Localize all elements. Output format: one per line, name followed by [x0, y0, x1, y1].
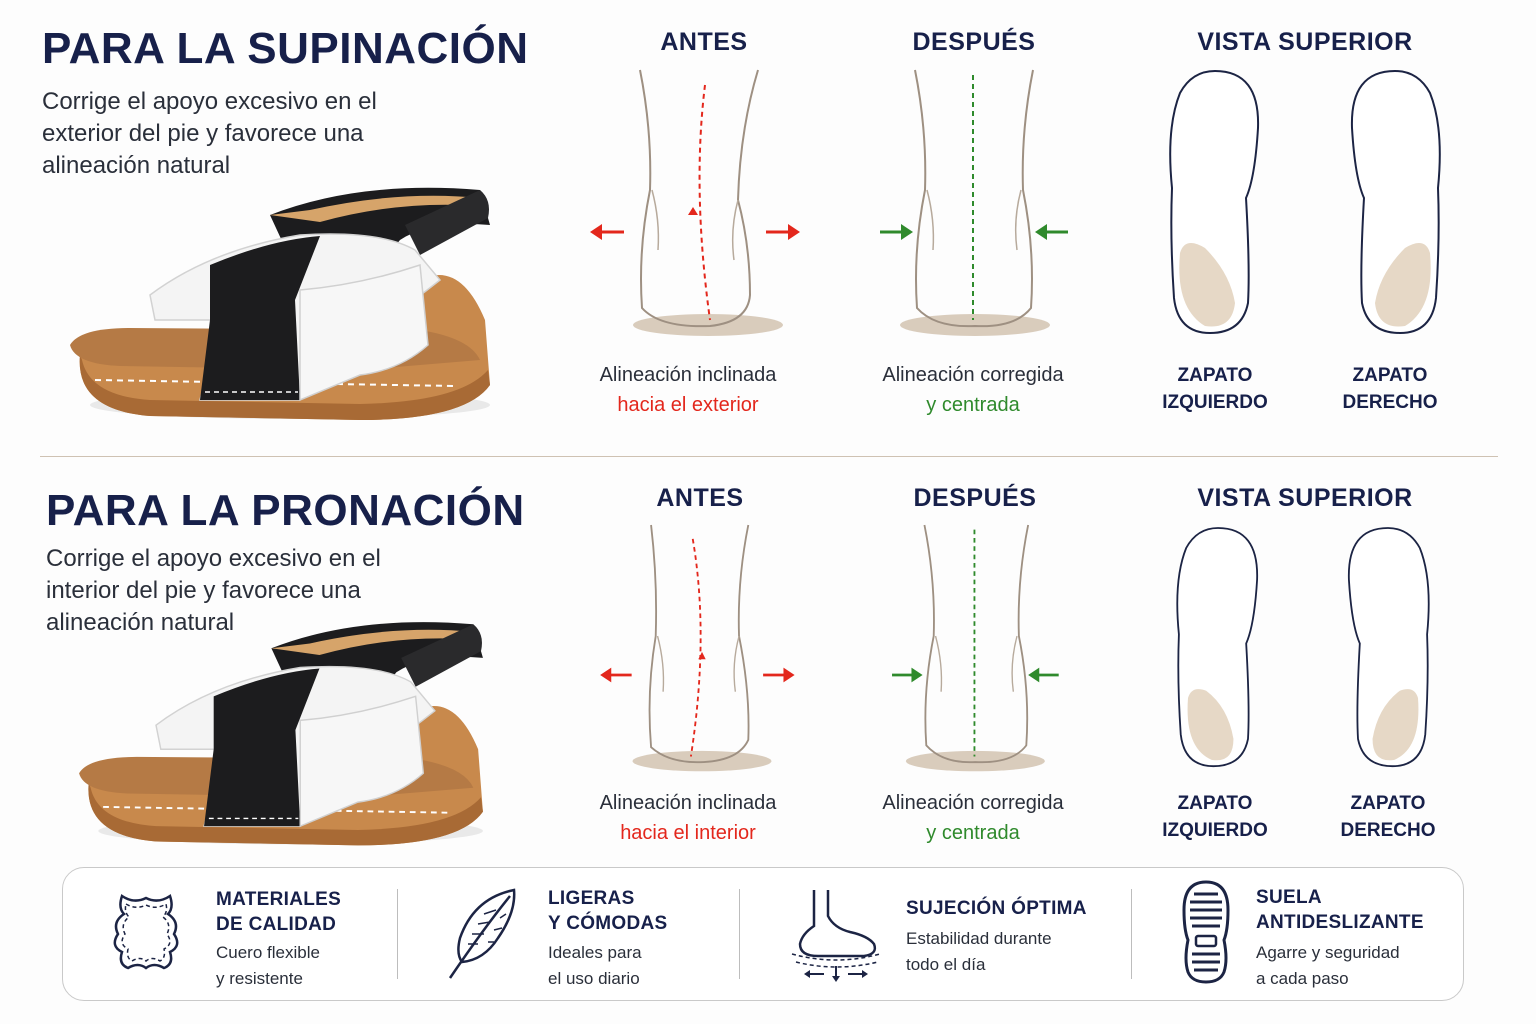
insole-left-supination — [1169, 69, 1260, 335]
pronation-top-view-heading: VISTA SUPERIOR — [1197, 484, 1413, 512]
arrow-inward-left-icon — [892, 667, 923, 683]
leg-before-pronation-illustration — [600, 524, 795, 772]
supination-before-heading: ANTES — [660, 28, 748, 56]
foot-support-icon — [791, 890, 881, 982]
feather-icon — [448, 888, 516, 979]
shoe-sole-icon — [1182, 880, 1230, 984]
leg-after-supination-illustration — [880, 69, 1068, 336]
insole-right-supination — [1350, 69, 1441, 335]
pronation-title: PARA LA PRONACIÓN — [46, 486, 525, 535]
feature-separator — [397, 889, 398, 979]
pronation-description: Corrige el apoyo excesivo en el interior… — [46, 545, 381, 636]
leather-hide-icon — [113, 894, 179, 970]
supination-top-view-heading: VISTA SUPERIOR — [1197, 28, 1413, 56]
arrow-inward-left-icon — [880, 224, 913, 240]
arrow-right-icon — [766, 224, 800, 240]
supination-after-heading: DESPUÉS — [912, 28, 1036, 56]
arrow-right-icon — [763, 667, 795, 683]
sandal-image-pronation — [79, 622, 483, 846]
pronation-before-heading: ANTES — [656, 484, 744, 512]
sandal-image-supination — [70, 187, 490, 420]
feature-separator — [739, 889, 740, 979]
feature-separator — [1131, 889, 1132, 979]
supination-after-caption: Alineación corregida y centrada — [882, 364, 1064, 416]
leg-after-pronation-illustration — [892, 524, 1059, 772]
supination-description: Corrige el apoyo excesivo en el exterior… — [42, 88, 377, 179]
pronation-before-caption: Alineación inclinada hacia el interior — [599, 792, 777, 844]
supination-title: PARA LA SUPINACIÓN — [42, 24, 529, 73]
supination-before-caption: Alineación inclinada hacia el exterior — [599, 364, 777, 416]
arrow-left-icon — [600, 667, 632, 683]
pronation-after-heading: DESPUÉS — [913, 484, 1037, 512]
arrow-inward-right-icon — [1028, 667, 1059, 683]
pronation-after-caption: Alineación corregida y centrada — [882, 792, 1064, 844]
insole-right-pronation — [1347, 527, 1430, 768]
arrow-left-icon — [590, 224, 624, 240]
insole-left-pronation — [1176, 527, 1259, 768]
leg-before-supination-illustration — [590, 69, 800, 336]
arrow-inward-right-icon — [1035, 224, 1068, 240]
features-panel — [62, 867, 1464, 1001]
feature-title-support: SUJECIÓN ÓPTIMA — [906, 898, 1087, 919]
section-divider — [40, 456, 1498, 457]
